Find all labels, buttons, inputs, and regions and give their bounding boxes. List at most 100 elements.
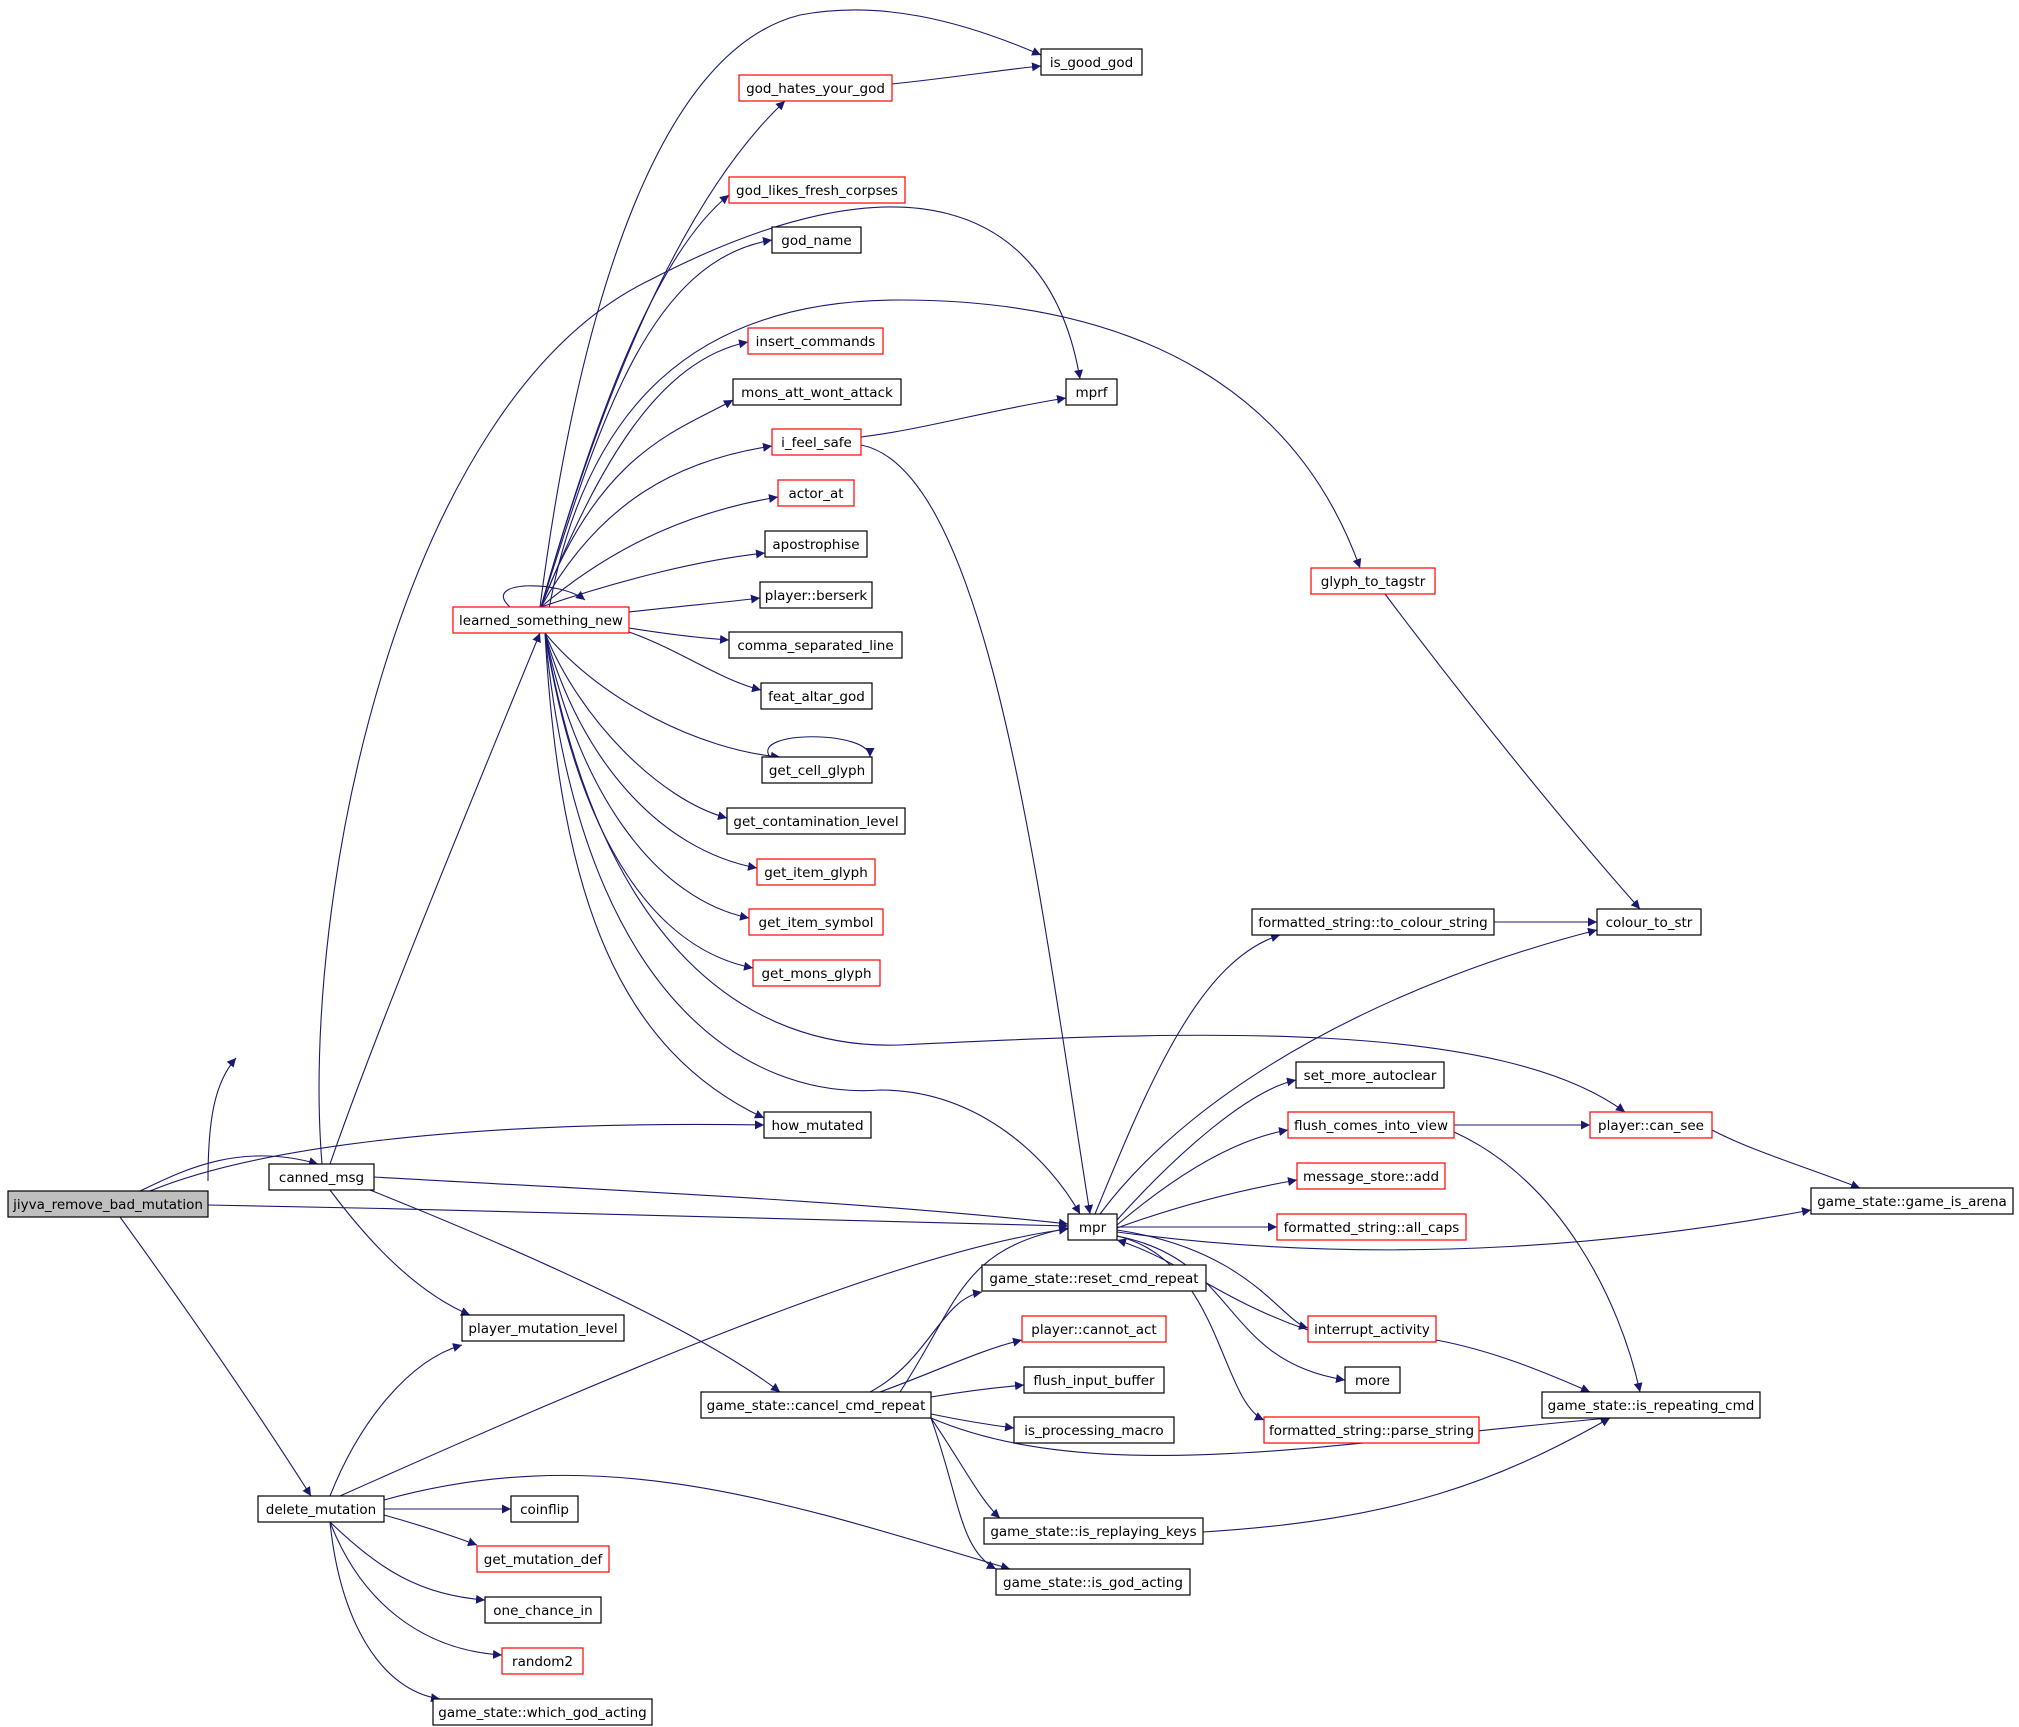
node-more[interactable]: more: [1344, 1366, 1401, 1394]
node-insert-commands[interactable]: insert_commands: [747, 327, 884, 355]
edge-mpr-to-colour_to_str: [1099, 927, 1598, 1215]
node-feat-altar-god[interactable]: feat_altar_god: [760, 682, 873, 710]
node-formatted-string-all-caps[interactable]: formatted_string::all_caps: [1276, 1213, 1467, 1241]
edge-learned_something_new-to-player_berserk: [628, 594, 761, 613]
node-canned-msg[interactable]: canned_msg: [268, 1163, 375, 1191]
node-game-state-is-replaying-keys[interactable]: game_state::is_replaying_keys: [983, 1517, 1204, 1545]
node-random2[interactable]: random2: [501, 1647, 584, 1675]
node-box: [981, 1264, 1207, 1292]
node-player-berserk[interactable]: player::berserk: [759, 581, 873, 609]
node-player-mutation-level[interactable]: player_mutation_level: [461, 1314, 625, 1342]
node-label: delete_mutation: [266, 1502, 376, 1518]
node-mprf[interactable]: mprf: [1065, 378, 1118, 406]
node-god-hates-your-god[interactable]: god_hates_your_god: [738, 74, 893, 102]
node-box: [726, 807, 906, 835]
node-box: [1596, 908, 1702, 936]
edge-delete_mutation-to-one_chance_in: [329, 1521, 486, 1604]
node-i-feel-safe[interactable]: i_feel_safe: [771, 428, 862, 456]
node-how-mutated[interactable]: how_mutated: [763, 1111, 872, 1139]
edge-player_can_see-to-game_state_game_is_arena: [1711, 1129, 1861, 1189]
node-box: [1296, 1162, 1446, 1190]
node-one-chance-in[interactable]: one_chance_in: [484, 1596, 602, 1624]
node-label: player::cannot_act: [1031, 1322, 1156, 1338]
node-flush-comes-into-view[interactable]: flush_comes_into_view: [1287, 1111, 1455, 1139]
node-get-mutation-def[interactable]: get_mutation_def: [476, 1545, 610, 1573]
edge-learned_something_new-to-get_contamination_level: [544, 632, 728, 821]
edge-game_state_cancel_cmd_repeat-to-game_state_is_repeating_cmd: [930, 1414, 1611, 1456]
node-label: get_mutation_def: [484, 1552, 604, 1568]
edge-interrupt_activity-to-game_state_is_repeating_cmd: [1435, 1339, 1591, 1393]
node-set-more-autoclear[interactable]: set_more_autoclear: [1295, 1061, 1445, 1089]
edge-delete_mutation-to-player_mutation_level: [329, 1343, 463, 1497]
node-get-contamination-level[interactable]: get_contamination_level: [726, 807, 906, 835]
edge-game_state_cancel_cmd_repeat-to-player_cannot_act: [879, 1337, 1023, 1393]
node-box: [995, 1568, 1191, 1596]
edge-god_hates_your_god-to-is_good_god: [891, 62, 1042, 85]
node-is-processing-macro[interactable]: is_processing_macro: [1013, 1416, 1175, 1444]
node-apostrophise[interactable]: apostrophise: [764, 530, 868, 558]
node-player-can-see[interactable]: player::can_see: [1589, 1111, 1713, 1139]
node-glyph-to-tagstr[interactable]: glyph_to_tagstr: [1310, 567, 1436, 595]
node-game-state-cancel-cmd-repeat[interactable]: game_state::cancel_cmd_repeat: [700, 1391, 932, 1419]
node-game-state-is-god-acting[interactable]: game_state::is_god_acting: [995, 1568, 1191, 1596]
edge-delete_mutation-to-game_state_which_god_acting: [329, 1521, 441, 1703]
node-box: [732, 378, 902, 406]
node-get-mons-glyph[interactable]: get_mons_glyph: [752, 959, 881, 987]
node-label: god_name: [781, 233, 851, 249]
node-god-name[interactable]: god_name: [771, 226, 862, 254]
edge-learned_something_new-to-is_good_god: [539, 9, 1042, 608]
node-game-state-game-is-arena[interactable]: game_state::game_is_arena: [1810, 1187, 2014, 1215]
edge-get_cell_glyph-to-get_cell_glyph: [767, 736, 875, 758]
node-get-item-glyph[interactable]: get_item_glyph: [756, 858, 876, 886]
node-is-good-god[interactable]: is_good_god: [1040, 48, 1143, 76]
node-learned-something-new[interactable]: learned_something_new: [452, 606, 630, 634]
edge-mpr-to-formatted_string_parse_string: [1116, 1235, 1265, 1421]
node-interrupt-activity[interactable]: interrupt_activity: [1307, 1315, 1437, 1343]
node-label: formatted_string::all_caps: [1284, 1220, 1460, 1236]
edge-game_state_is_replaying_keys-to-game_state_is_repeating_cmd: [1202, 1417, 1611, 1533]
node-root[interactable]: jiyva_remove_bad_mutation: [7, 1190, 209, 1218]
node-colour-to-str[interactable]: colour_to_str: [1596, 908, 1702, 936]
node-game-state-is-repeating-cmd[interactable]: game_state::is_repeating_cmd: [1541, 1391, 1761, 1419]
edge-mpr-to-message_store_add: [1116, 1177, 1298, 1229]
node-label: one_chance_in: [493, 1603, 592, 1619]
edge-mpr-to-set_more_autoclear: [1116, 1077, 1297, 1221]
node-flush-input-buffer[interactable]: flush_input_buffer: [1023, 1366, 1165, 1394]
node-label: game_state::is_god_acting: [1003, 1575, 1183, 1591]
node-label: game_state::game_is_arena: [1817, 1194, 2007, 1210]
node-formatted-string-to-colour-string[interactable]: formatted_string::to_colour_string: [1251, 908, 1495, 936]
node-actor-at[interactable]: actor_at: [777, 479, 855, 507]
edge-learned_something_new-to-comma_separated_line: [628, 627, 730, 644]
edge-learned_something_new-to-get_cell_glyph: [544, 632, 781, 761]
edge-root-to-how_mutated: [149, 1120, 765, 1192]
edge-game_state_cancel_cmd_repeat-to-mpr: [899, 1225, 1069, 1393]
node-formatted-string-parse-string[interactable]: formatted_string::parse_string: [1263, 1416, 1480, 1444]
node-box: [738, 74, 893, 102]
node-box: [764, 530, 868, 558]
node-get-item-symbol[interactable]: get_item_symbol: [748, 908, 884, 936]
node-box: [763, 1111, 872, 1139]
node-get-cell-glyph[interactable]: get_cell_glyph: [761, 756, 873, 784]
node-box: [1287, 1111, 1455, 1139]
node-player-cannot-act[interactable]: player::cannot_act: [1021, 1315, 1167, 1343]
node-game-state-reset-cmd-repeat[interactable]: game_state::reset_cmd_repeat: [981, 1264, 1207, 1292]
node-label: mpr: [1079, 1220, 1107, 1236]
node-label: set_more_autoclear: [1304, 1068, 1437, 1084]
edge-learned_something_new-to-get_item_glyph: [544, 632, 758, 871]
node-coinflip[interactable]: coinflip: [510, 1495, 579, 1523]
node-box: [752, 959, 881, 987]
node-box: [461, 1314, 625, 1342]
node-mons-att-wont-attack[interactable]: mons_att_wont_attack: [732, 378, 902, 406]
node-god-likes-fresh-corpses[interactable]: god_likes_fresh_corpses: [728, 176, 906, 204]
node-label: canned_msg: [279, 1170, 364, 1186]
node-game-state-which-god-acting[interactable]: game_state::which_god_acting: [432, 1698, 653, 1726]
edge-delete_mutation-to-get_mutation_def: [383, 1514, 478, 1547]
node-delete-mutation[interactable]: delete_mutation: [257, 1495, 385, 1523]
node-label: coinflip: [520, 1502, 569, 1518]
node-message-store-add[interactable]: message_store::add: [1296, 1162, 1446, 1190]
node-comma-separated-line[interactable]: comma_separated_line: [728, 631, 903, 659]
node-box: [432, 1698, 653, 1726]
node-mpr[interactable]: mpr: [1067, 1213, 1118, 1241]
node-label: god_likes_fresh_corpses: [736, 183, 898, 199]
